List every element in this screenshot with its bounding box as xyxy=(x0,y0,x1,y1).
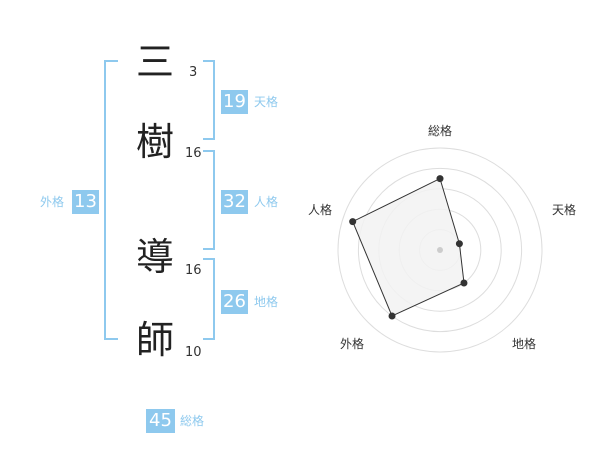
radar-points xyxy=(349,175,468,320)
stroke-count-1: 3 xyxy=(189,65,198,80)
tenkaku-label: 天格 xyxy=(254,95,279,109)
name-char-3: 導 xyxy=(135,235,174,279)
radar-label-tenkaku: 天格 xyxy=(552,203,577,217)
chikaku-bracket xyxy=(203,258,215,340)
soukaku-badge: 45 xyxy=(146,409,175,433)
tenkaku-badge: 19 xyxy=(221,90,248,114)
radar-ring-4 xyxy=(357,167,523,333)
radar-label-gaikaku: 外格 xyxy=(340,337,365,351)
jinkaku-badge: 32 xyxy=(221,190,248,214)
radar-label-jinkaku: 人格 xyxy=(308,203,333,217)
chikaku-badge: 26 xyxy=(221,290,248,314)
stroke-count-2: 16 xyxy=(185,146,202,161)
soukaku-label: 総格 xyxy=(180,414,205,428)
stroke-count-4: 10 xyxy=(185,345,202,360)
name-char-2: 樹 xyxy=(135,120,174,164)
chikaku-label: 地格 xyxy=(254,295,279,309)
name-char-4: 師 xyxy=(135,318,174,362)
radar-point-1 xyxy=(455,240,463,248)
radar-point-0 xyxy=(436,175,444,183)
radar-point-2 xyxy=(460,279,468,287)
radar-label-soukaku: 総格 xyxy=(428,124,453,138)
radar-polygon xyxy=(352,177,465,317)
radar-center-point xyxy=(437,247,443,253)
radar-point-4 xyxy=(349,218,357,226)
radar-ring-5 xyxy=(337,147,543,353)
radar-point-3 xyxy=(388,312,396,320)
jinkaku-bracket xyxy=(203,150,215,250)
gaikaku-badge: 13 xyxy=(72,190,99,214)
stroke-count-3: 16 xyxy=(185,263,202,278)
gaikaku-bracket xyxy=(104,60,118,340)
jinkaku-label: 人格 xyxy=(254,195,279,209)
gaikaku-label: 外格 xyxy=(40,195,65,209)
name-char-1: 三 xyxy=(135,40,174,84)
tenkaku-bracket xyxy=(203,60,215,140)
radar-label-chikaku: 地格 xyxy=(512,337,537,351)
